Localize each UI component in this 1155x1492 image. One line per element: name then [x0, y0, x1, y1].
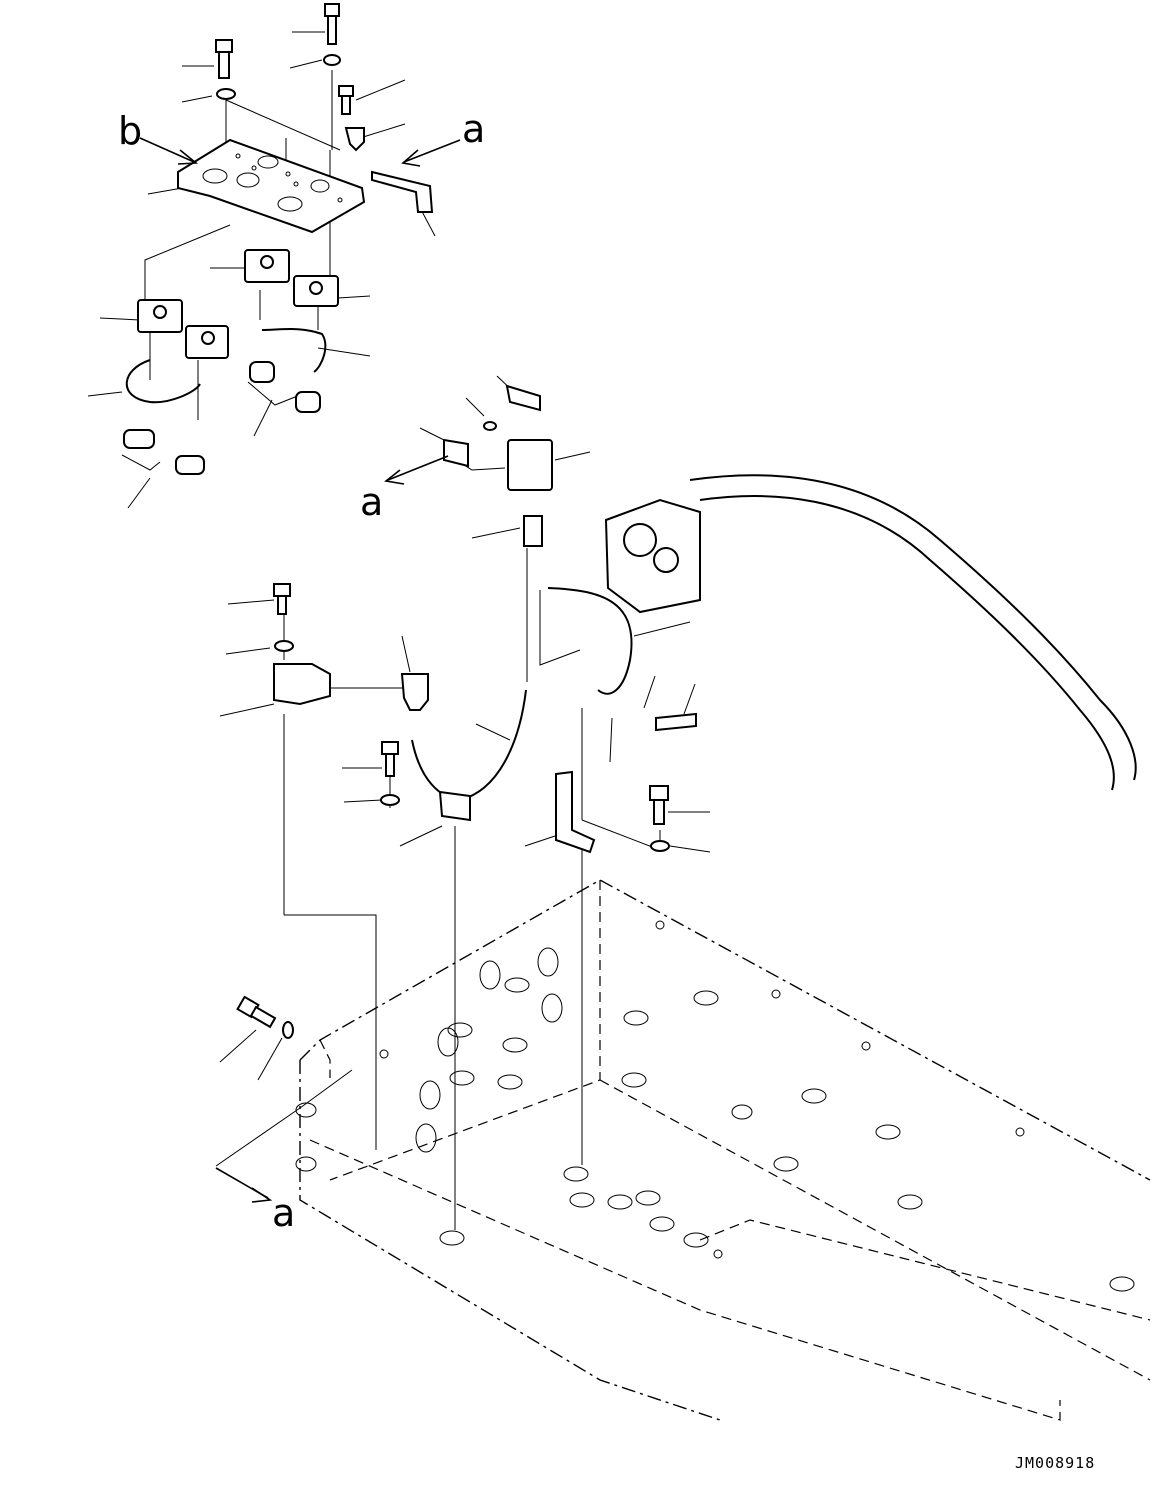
view-label-a: a: [462, 107, 485, 151]
side-bracket: [371, 170, 434, 213]
view-label-b: b: [118, 109, 142, 153]
leader-lines: [87, 31, 711, 1081]
bolt: [324, 3, 340, 45]
mounting-plate: [177, 138, 366, 234]
relay-mount: [443, 384, 553, 547]
bolt: [215, 39, 233, 79]
main-hose: [689, 474, 1137, 791]
jumper-cables: [125, 328, 327, 404]
fusible-link: [273, 583, 429, 711]
figure-code: JM008918: [1015, 1454, 1095, 1472]
clip: [344, 127, 365, 152]
terminal-boots: [123, 361, 321, 475]
view-arrows: [139, 137, 461, 1203]
view-label-a: a: [360, 480, 383, 524]
lower-fasteners: [380, 712, 697, 854]
relay-bracket-assembly: [177, 3, 434, 234]
bolt: [338, 85, 354, 115]
plate-holes: [202, 153, 343, 212]
battery-cables: [411, 587, 633, 802]
ground-bolt: [236, 995, 294, 1039]
washer: [216, 88, 236, 100]
relays: [137, 249, 339, 359]
washer: [323, 54, 341, 66]
assembly-lines: [121, 70, 661, 1230]
starter-motor: [604, 498, 701, 614]
view-label-a: a: [272, 1191, 295, 1235]
battery-frame: [295, 879, 1151, 1421]
